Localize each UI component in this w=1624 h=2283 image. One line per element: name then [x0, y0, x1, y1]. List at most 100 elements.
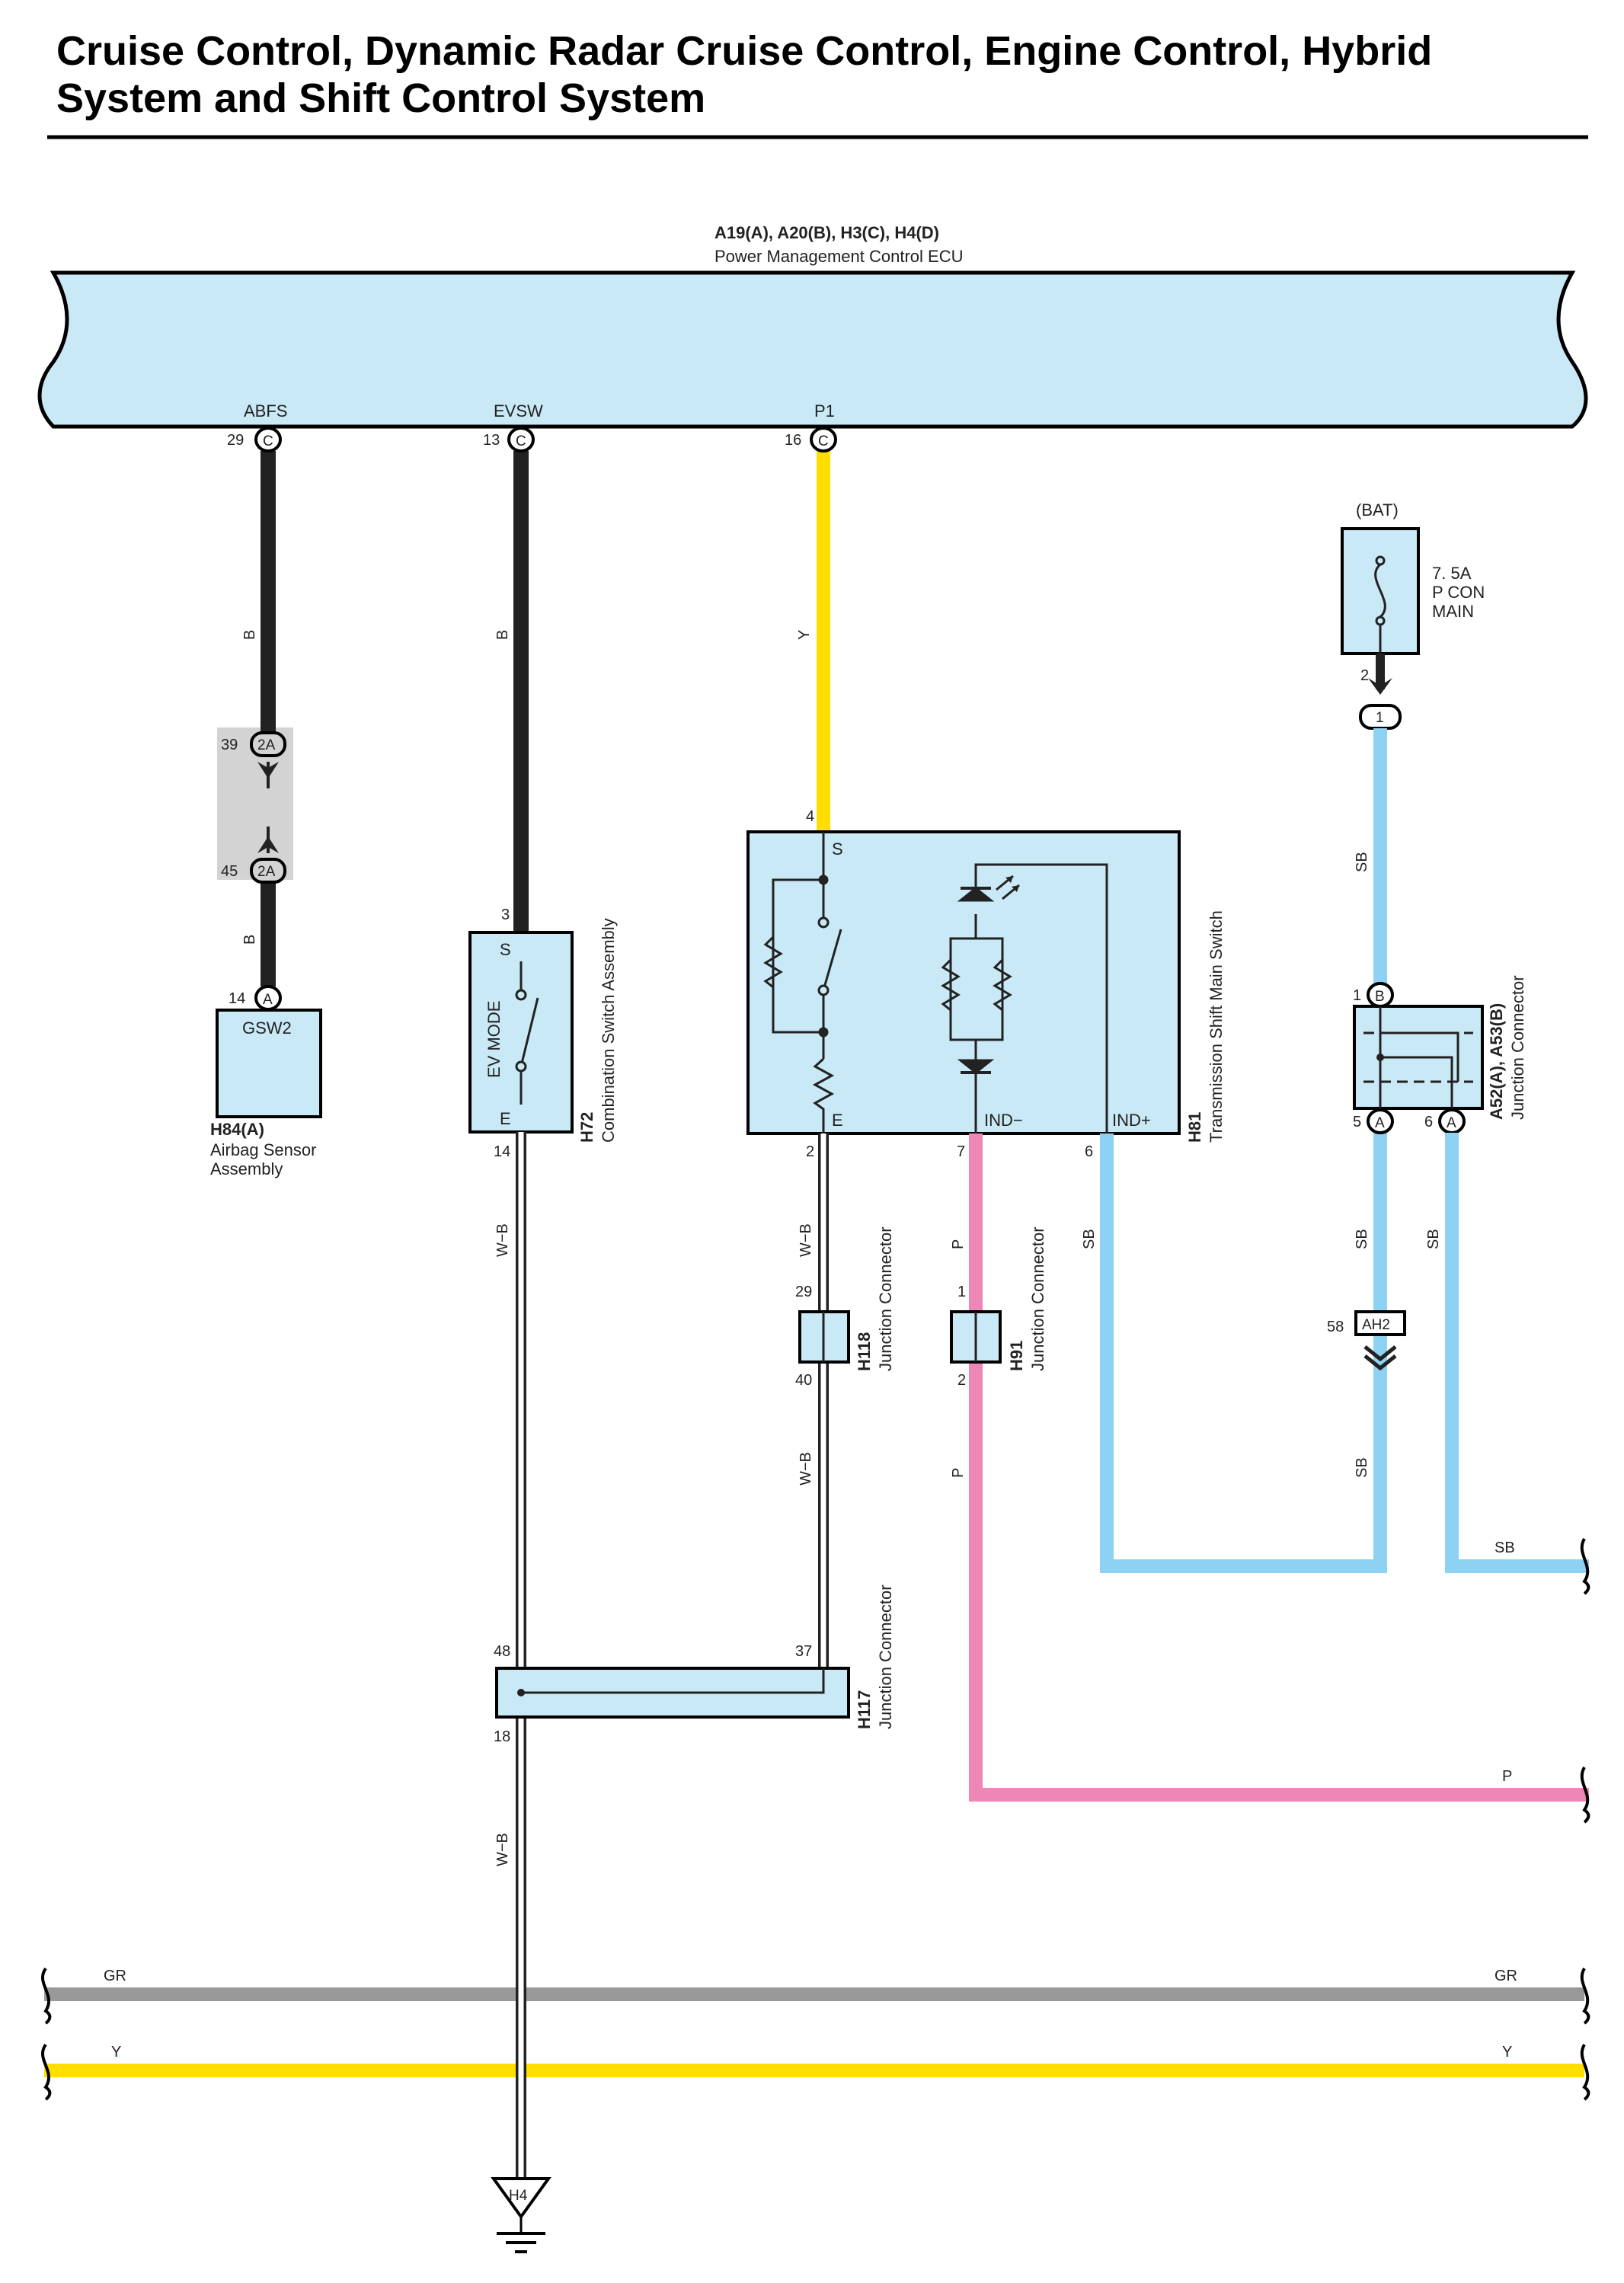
shift-terminal-e: E	[832, 1111, 843, 1130]
junction-connector-a52: B 1 A 5 A 6 A52(A), A53(B) Junction Conn…	[1353, 975, 1527, 1134]
combo-ev-mode: EV MODE	[484, 1001, 504, 1078]
combination-switch-assembly: 3 S E EV MODE 14 H72 Combination Switch …	[468, 906, 618, 1160]
a52-desc: Junction Connector	[1508, 975, 1527, 1120]
h117-desc: Junction Connector	[876, 1584, 895, 1729]
ground-triangle	[491, 2177, 551, 2220]
wire-color-sb-1: SB	[1081, 1229, 1098, 1249]
combo-code: H72	[577, 1112, 596, 1143]
a52-pin-out1	[1367, 1108, 1394, 1134]
ecu-pin-p1-num: 16	[785, 432, 801, 449]
fuse-rating: 7. 5A	[1432, 564, 1472, 583]
airbag-desc-2: Assembly	[210, 1159, 283, 1178]
h117-pin-right: 37	[795, 1643, 812, 1660]
airbag-sensor-assembly: A 14 GSW2 H84(A) Airbag Sensor Assembly	[210, 985, 322, 1178]
ecu-pin-p1-letter: C	[818, 433, 829, 449]
title-line-1: Cruise Control, Dynamic Radar Cruise Con…	[56, 28, 1433, 74]
wire-sb-a52-out: SB SB SB SB	[1354, 1133, 1590, 1595]
ah2-label: AH2	[1362, 1317, 1390, 1333]
combo-desc: Combination Switch Assembly	[599, 918, 618, 1143]
wire-p1: C 16 Y	[785, 427, 837, 832]
h117-pin-bottom: 18	[494, 1728, 510, 1745]
shift-pin-ind-minus: 7	[957, 1143, 965, 1160]
airbag-pin-num: 14	[229, 990, 245, 1007]
ecu-pin-p1	[810, 427, 837, 452]
airbag-pin-letter: A	[263, 992, 273, 1008]
h91-pin-bottom: 2	[957, 1372, 966, 1389]
junction-connector-h117: 48 37 18 H117 Junction Connector	[494, 1584, 895, 1745]
connector-2A-bottom	[250, 858, 286, 884]
wire-color-y-left: Y	[111, 2044, 121, 2061]
power-management-ecu-box	[37, 270, 1588, 429]
wire-color-b-1: B	[241, 630, 258, 640]
ecu-pin-evsw-letter: C	[516, 433, 526, 449]
a52-pin-out2-letter: A	[1447, 1115, 1456, 1131]
ecu-terminal-p1: P1	[814, 401, 835, 420]
wire-wb-shift: W−B W−B	[798, 1134, 829, 1679]
ecu-codes: A19(A), A20(B), H3(C), H4(D)	[714, 223, 939, 242]
combo-terminal-e: E	[500, 1109, 511, 1128]
ecu-name: Power Management Control ECU	[714, 247, 963, 266]
fuse-source: (BAT)	[1356, 500, 1399, 520]
h117-pin-left: 48	[494, 1643, 510, 1660]
airbag-sensor-box	[216, 1009, 322, 1118]
a52-pin-out1-num: 5	[1353, 1114, 1361, 1130]
wire-color-p-3: P	[1502, 1768, 1512, 1785]
wire-sb-break	[1580, 1537, 1590, 1595]
a52-pin-out1-letter: A	[1375, 1115, 1385, 1131]
wire-color-wb-2: W−B	[798, 1223, 814, 1257]
combo-pin-out: 14	[494, 1143, 510, 1160]
wire-ind-plus-sb: SB	[1081, 1121, 1387, 1573]
title-line-2: System and Shift Control System	[56, 75, 706, 121]
wire-color-p-2: P	[950, 1468, 967, 1478]
h117-code: H117	[855, 1690, 874, 1729]
wire-evsw: C 13 B	[483, 427, 535, 932]
connector-2A-top-label: 2A	[257, 737, 276, 753]
combo-terminal-s: S	[500, 940, 511, 959]
fuse-pcon-main: (BAT) 7. 5A P CON MAIN 2 1	[1341, 500, 1485, 730]
fuse-name-1: P CON	[1432, 583, 1485, 602]
a52-code: A52(A), A53(B)	[1487, 1003, 1506, 1120]
fuse-name-2: MAIN	[1432, 602, 1474, 621]
shift-terminal-ind-plus: IND+	[1112, 1111, 1151, 1130]
fuse-conn-label: 1	[1376, 710, 1384, 726]
h91-desc: Junction Connector	[1028, 1226, 1047, 1371]
page-title: Cruise Control, Dynamic Radar Cruise Con…	[56, 27, 1580, 122]
ecu-terminal-abfs: ABFS	[244, 401, 287, 420]
junction-connector-h91: 1 2 H91 Junction Connector	[950, 1226, 1047, 1389]
wire-color-wb-4: W−B	[494, 1833, 511, 1866]
wire-color-y-1: Y	[796, 630, 813, 640]
wire-color-sb-4: SB	[1425, 1229, 1442, 1249]
wire-y-bus: Y Y	[40, 2043, 1590, 2101]
connector-2A-top	[250, 731, 286, 757]
wire-color-y-right: Y	[1502, 2044, 1512, 2061]
wire-color-wb-1: W−B	[494, 1223, 511, 1257]
fuse-pin: 2	[1360, 667, 1369, 684]
wire-gr-bus: GR GR	[40, 1967, 1590, 2025]
shift-pin-s: 4	[806, 808, 814, 825]
h118-desc: Junction Connector	[876, 1226, 895, 1371]
wire-color-sb-2: SB	[1354, 852, 1370, 872]
combo-pin-in: 3	[501, 906, 510, 923]
connector-ah2: 58 AH2	[1327, 1310, 1406, 1371]
a52-pin-in-letter: B	[1375, 989, 1385, 1005]
ecu-pin-abfs-num: 29	[227, 432, 244, 449]
ground-h4: H4	[491, 2177, 551, 2253]
wire-color-wb-3: W−B	[798, 1452, 814, 1485]
wire-color-b-2: B	[241, 935, 258, 945]
wire-sb-fuse: SB	[1354, 728, 1387, 984]
connector-2A-bottom-label: 2A	[257, 864, 276, 880]
ecu-pin-abfs-letter: C	[263, 433, 273, 449]
shift-switch-box	[746, 830, 1181, 1135]
shift-pin-e: 2	[806, 1143, 814, 1160]
wire-color-p-1: P	[950, 1239, 967, 1249]
shift-terminal-ind-minus: IND−	[984, 1111, 1023, 1130]
wire-color-sb-3: SB	[1354, 1229, 1370, 1249]
shift-terminal-s: S	[832, 839, 843, 859]
transmission-shift-main-switch: 4 S E IND− IND+	[746, 808, 1226, 1160]
ecu-pin-abfs	[254, 427, 282, 452]
connector-2A-pin-top: 39	[221, 737, 238, 753]
h118-pin-bottom: 40	[795, 1372, 812, 1389]
h118-pin-top: 29	[795, 1284, 812, 1300]
shift-code: H81	[1185, 1112, 1204, 1143]
